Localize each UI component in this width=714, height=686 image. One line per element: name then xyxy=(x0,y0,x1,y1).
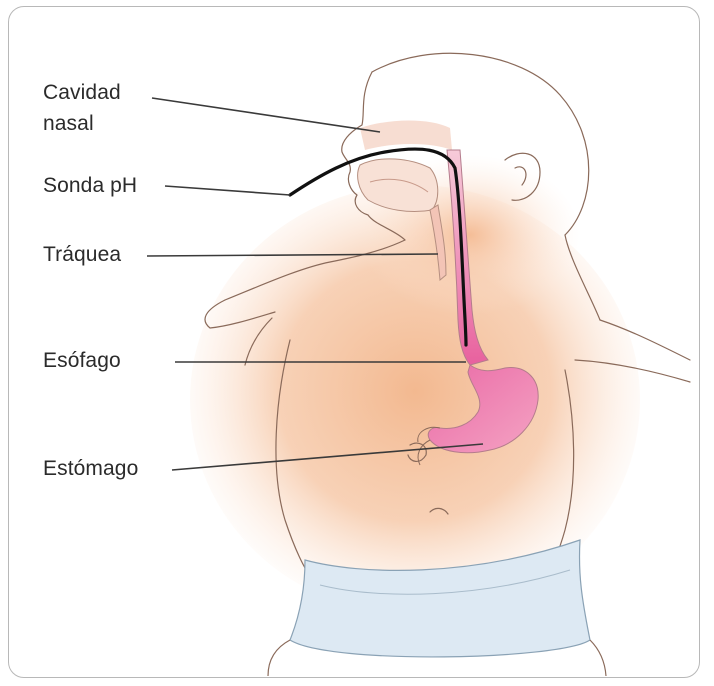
label-nasal-cavity-line2: nasal xyxy=(43,110,94,138)
leader-nasal xyxy=(152,98,380,132)
label-esophagus: Esófago xyxy=(43,347,121,375)
label-trachea: Tráquea xyxy=(43,241,121,269)
label-stomach: Estómago xyxy=(43,455,138,483)
leader-ph xyxy=(165,186,290,195)
label-nasal-cavity-line1: Cavidad xyxy=(43,79,121,107)
label-ph-probe: Sonda pH xyxy=(43,172,137,200)
